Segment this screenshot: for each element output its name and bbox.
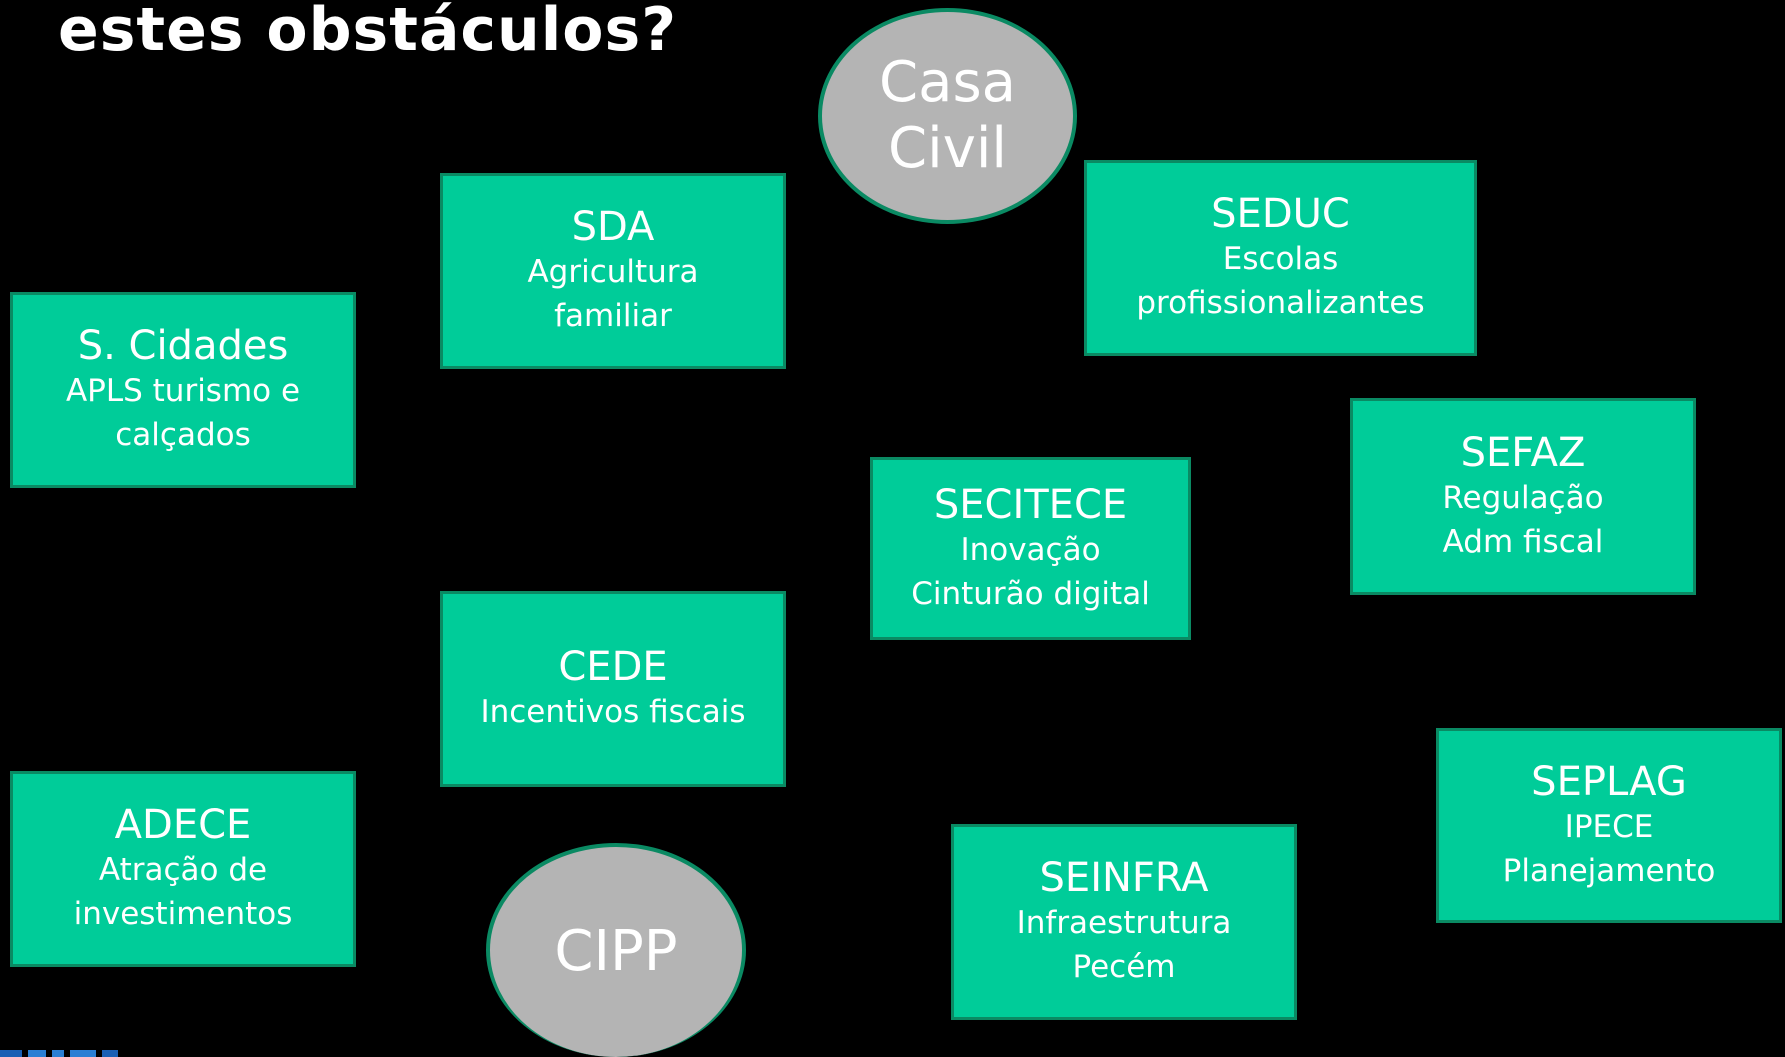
- sda-line2: familiar: [554, 298, 672, 334]
- seduc-head: SEDUC: [1211, 191, 1350, 237]
- secitece-head: SECITECE: [933, 481, 1128, 528]
- scidades-line1: APLS turismo e: [65, 373, 301, 409]
- cede-head: CEDE: [558, 644, 668, 690]
- casa-civil-line1: Casa: [879, 50, 1016, 115]
- seduc-node: SEDUC Escolas profissionalizantes: [1084, 160, 1477, 356]
- adece-line2: investimentos: [73, 896, 293, 932]
- sda-head: SDA: [571, 204, 655, 250]
- secitece-line2: Cinturão digital: [911, 575, 1150, 612]
- seinfra-node: SEINFRA Infraestrutura Pecém: [951, 824, 1297, 1020]
- seplag-head: SEPLAG: [1531, 758, 1687, 805]
- slide-title: estes obstáculos?: [58, 0, 678, 65]
- sda-node: SDA Agricultura familiar: [440, 173, 786, 369]
- seinfra-line2: Pecém: [1072, 949, 1176, 985]
- cipp-line1: CIPP: [554, 919, 678, 984]
- logo-fragment-icon: [0, 1046, 120, 1057]
- seinfra-head: SEINFRA: [1039, 855, 1209, 901]
- scidades-line2: calçados: [115, 417, 251, 453]
- secitece-node: SECITECE Inovação Cinturão digital: [870, 457, 1191, 640]
- seplag-node: SEPLAG IPECE Planejamento: [1436, 728, 1782, 923]
- cede-node: CEDE Incentivos fiscais: [440, 591, 786, 787]
- seplag-line2: Planejamento: [1502, 852, 1716, 889]
- sefaz-head: SEFAZ: [1460, 429, 1586, 476]
- secitece-line1: Inovação: [960, 531, 1101, 568]
- sda-line1: Agricultura: [527, 254, 699, 290]
- adece-node: ADECE Atração de investimentos: [10, 771, 356, 967]
- seduc-line1: Escolas: [1222, 241, 1339, 277]
- seplag-line1: IPECE: [1564, 808, 1654, 845]
- scidades-node: S. Cidades APLS turismo e calçados: [10, 292, 356, 488]
- sefaz-line2: Adm fiscal: [1442, 523, 1604, 560]
- seinfra-line1: Infraestrutura: [1016, 905, 1232, 941]
- cede-line1: Incentivos fiscais: [480, 694, 746, 730]
- casa-civil-line2: Civil: [888, 116, 1007, 181]
- scidades-head: S. Cidades: [77, 323, 289, 369]
- cipp-node: CIPP: [486, 843, 746, 1057]
- seduc-line2: profissionalizantes: [1136, 285, 1425, 321]
- adece-head: ADECE: [114, 802, 252, 848]
- sefaz-line1: Regulação: [1442, 479, 1604, 516]
- sefaz-node: SEFAZ Regulação Adm fiscal: [1350, 398, 1696, 595]
- casa-civil-node: Casa Civil: [818, 8, 1077, 224]
- adece-line1: Atração de: [98, 852, 268, 888]
